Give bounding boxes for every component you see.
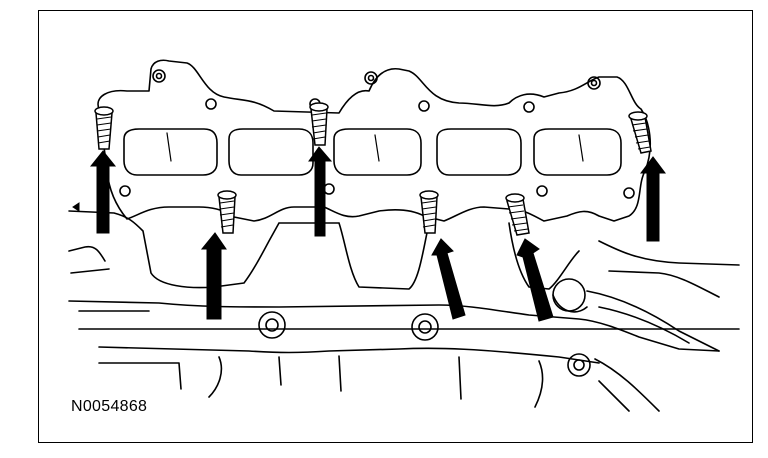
manifold-gasket-outline: [97, 59, 651, 222]
stud-far-left: [94, 106, 114, 150]
exhaust-port-2: [228, 128, 314, 176]
exhaust-port-1: [123, 128, 218, 176]
callout-arrows: [72, 146, 666, 322]
arrow-1: [89, 150, 117, 234]
exhaust-manifold-stud-diagram: [68, 59, 740, 412]
head-bolt-bosses: [258, 278, 591, 377]
cylinder-head-body: [68, 210, 580, 290]
stud-center: [419, 190, 439, 234]
arrow-2: [308, 146, 333, 237]
manifold-studs: [94, 102, 652, 236]
figure-frame: N0054868: [38, 10, 753, 443]
stud-inner-left: [217, 190, 237, 234]
figure-id-label: N0054868: [71, 398, 148, 415]
exhaust-port-5: [533, 128, 622, 176]
arrow-5: [431, 238, 466, 320]
exhaust-port-3: [333, 128, 422, 176]
flange-bolt-holes: [119, 69, 635, 199]
stud-center-right: [505, 193, 530, 236]
exhaust-port-4: [436, 128, 522, 176]
arrow-4: [200, 232, 227, 320]
arrow-6: [516, 238, 554, 322]
stud-far-right: [628, 111, 652, 154]
stud-center-left: [309, 102, 329, 146]
arrow-3: [640, 156, 666, 242]
